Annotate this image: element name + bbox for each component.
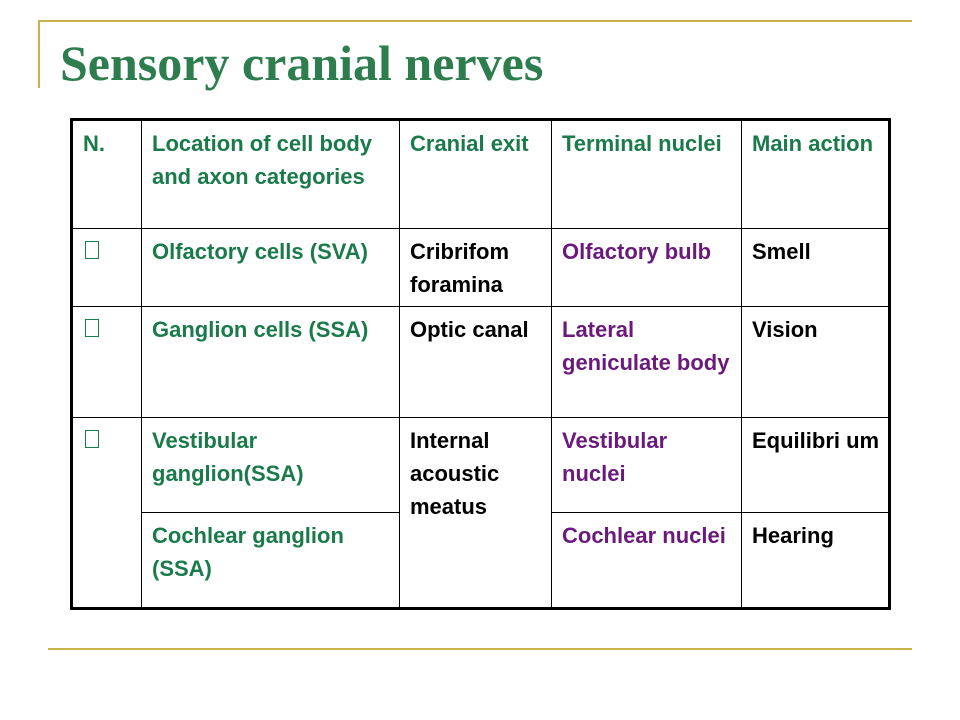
- cell-nuclei: Cochlear nuclei: [551, 512, 742, 609]
- cell-location: Ganglion cells (SSA): [141, 306, 400, 418]
- header-exit: Cranial exit: [399, 119, 552, 229]
- cell-nuclei: Olfactory bulb: [551, 227, 742, 308]
- frame-line-bottom: [48, 648, 912, 650]
- frame-line-top: [38, 20, 912, 22]
- cell-action: Equilibri um: [741, 416, 890, 514]
- unrendered-glyph-box-icon: [85, 319, 99, 338]
- header-nuclei: Terminal nuclei: [551, 119, 742, 229]
- cell-exit: Cribrifom foramina: [399, 227, 552, 308]
- header-number: N.: [71, 119, 142, 229]
- cell-location: Cochlear ganglion (SSA): [141, 512, 400, 609]
- unrendered-glyph-box-icon: [85, 429, 99, 448]
- nerve-table: N. Location of cell body and axon catego…: [70, 118, 891, 610]
- cell-nuclei: Vestibular nuclei: [551, 416, 742, 514]
- table-row: Olfactory cells (SVA) Cribrifom foramina…: [71, 227, 890, 308]
- cell-nuclei: Lateral geniculate body: [551, 306, 742, 418]
- cell-exit: Internal acoustic meatus: [399, 416, 552, 610]
- cell-action: Hearing: [741, 512, 890, 609]
- cell-number: [71, 416, 142, 610]
- cell-number: [71, 306, 142, 418]
- cell-action: Smell: [741, 227, 890, 308]
- cell-exit: Optic canal: [399, 306, 552, 418]
- cell-number: [71, 227, 142, 308]
- header-location: Location of cell body and axon categorie…: [141, 119, 400, 229]
- cell-location: Vestibular ganglion(SSA): [141, 416, 400, 514]
- frame-line-left: [38, 20, 40, 88]
- header-action: Main action: [741, 119, 890, 229]
- table-row: Vestibular ganglion(SSA) Internal acoust…: [71, 416, 890, 610]
- slide-title: Sensory cranial nerves: [60, 35, 544, 91]
- table-header-row: N. Location of cell body and axon catego…: [71, 119, 890, 229]
- cell-location: Olfactory cells (SVA): [141, 227, 400, 308]
- table-row: Ganglion cells (SSA) Optic canal Lateral…: [71, 306, 890, 418]
- table-row: Cochlear ganglion (SSA) Cochlear nuclei …: [72, 512, 890, 609]
- unrendered-glyph-box-icon: [85, 240, 99, 259]
- cell-action: Vision: [741, 306, 890, 418]
